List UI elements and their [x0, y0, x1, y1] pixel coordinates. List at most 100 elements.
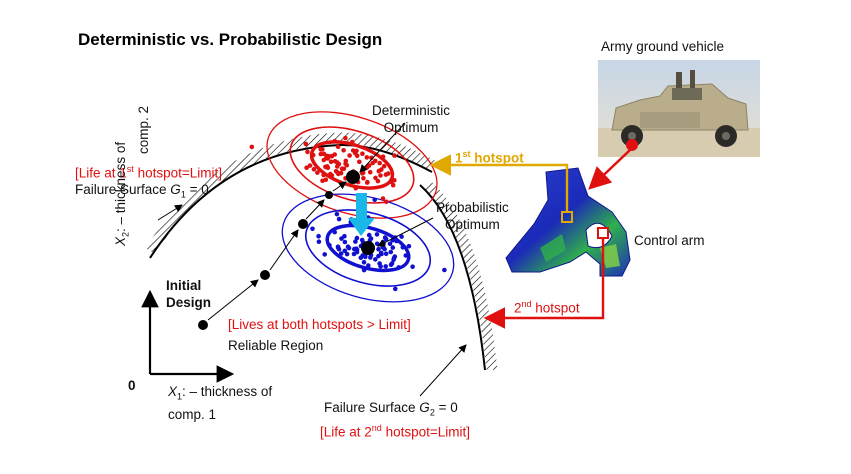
sample-point [354, 153, 360, 159]
sample-point [327, 154, 332, 159]
control-arm-label: Control arm [634, 233, 705, 248]
sample-point [383, 264, 389, 269]
sample-point [353, 185, 359, 191]
sample-point [335, 164, 340, 169]
sample-point [322, 252, 328, 257]
hotspot2-connector [483, 238, 605, 329]
deterministic-samples [249, 135, 397, 205]
sample-point [307, 163, 313, 168]
sample-point [393, 286, 398, 292]
sample-point [329, 173, 335, 178]
sample-point [310, 226, 315, 232]
shift-arrow [348, 193, 375, 236]
sample-point [358, 255, 364, 260]
sample-point [249, 144, 255, 150]
sample-point [370, 160, 376, 166]
sample-point [376, 246, 381, 252]
sample-point [391, 255, 397, 261]
x1-axis-label: X1: – thickness of comp. 1 [168, 384, 273, 422]
sample-point [406, 243, 412, 249]
sample-point [327, 242, 332, 248]
sample-point [364, 155, 370, 160]
sample-point [384, 199, 389, 205]
sample-point [328, 159, 334, 165]
failure-surface-g2 [419, 180, 498, 371]
sample-point [390, 245, 396, 250]
sample-point [332, 138, 338, 144]
sample-point [400, 245, 406, 250]
sample-point [378, 250, 384, 256]
sample-point [403, 253, 409, 258]
sample-point [399, 234, 404, 239]
deterministic-optimum-label: Deterministic Optimum [372, 103, 451, 135]
sample-point [305, 149, 310, 155]
sample-point [335, 245, 341, 251]
sample-point [304, 165, 309, 170]
origin-label: 0 [128, 378, 136, 393]
life-hotspot1-label: [Life at 1st hotspot=Limit] [75, 164, 222, 181]
sample-point [336, 216, 342, 222]
sample-point [382, 235, 388, 240]
sample-point [303, 141, 309, 147]
sample-point [334, 160, 340, 165]
vehicle-arm-arrow [588, 149, 631, 190]
sample-point [378, 264, 383, 269]
optimization-path [198, 170, 375, 330]
hotspot2-label: 2nd hotspot [514, 299, 580, 316]
sample-point [338, 170, 344, 176]
sample-point [373, 257, 378, 262]
prob-opt-pointer [377, 217, 434, 247]
sample-point [349, 139, 355, 145]
sample-point [394, 238, 399, 244]
control-arm-image [505, 167, 631, 277]
vehicle-label: Army ground vehicle [601, 39, 725, 54]
sample-point [333, 169, 339, 174]
sample-point [373, 175, 378, 181]
army-vehicle-image [598, 60, 760, 157]
initial-design-label: Initial Design [166, 278, 212, 310]
x2-axis-label: X2: – thickness of comp. 2 [113, 106, 151, 246]
sample-point [366, 232, 372, 238]
sample-point [361, 260, 367, 265]
failure-surface-g1-label: Failure Surface G1 = 0 [75, 182, 209, 200]
sample-point [388, 249, 394, 255]
initial-design-point [198, 320, 208, 330]
sample-point [321, 172, 326, 178]
sample-point [310, 152, 316, 158]
hotspot1-connector [429, 154, 569, 212]
sample-point [380, 154, 386, 159]
sample-point [343, 161, 348, 166]
sample-point [366, 263, 371, 268]
sample-point [335, 144, 341, 149]
sample-point [320, 178, 325, 184]
sample-point [442, 267, 447, 273]
sample-point [361, 267, 367, 273]
sample-point [345, 244, 351, 249]
hotspot1-label: 1st hotspot [455, 149, 524, 166]
vehicle-hotspot-marker [626, 139, 638, 151]
sample-point [315, 170, 320, 175]
sample-point [410, 264, 415, 270]
failure-surface-g2-label: Failure Surface G2 = 0 [324, 400, 458, 418]
lives-both-label: [Lives at both hotspots > Limit] [228, 317, 411, 332]
sample-point [343, 135, 348, 141]
sample-point [354, 235, 360, 241]
sample-point [316, 239, 322, 244]
sample-point [316, 233, 321, 239]
sample-point [375, 178, 381, 184]
sample-point [344, 251, 350, 257]
sample-point [353, 239, 358, 244]
sample-point [392, 153, 397, 158]
sample-point [364, 180, 370, 185]
sample-point [382, 246, 387, 252]
sample-point [387, 241, 393, 247]
sample-point [378, 173, 383, 178]
sample-point [360, 151, 365, 156]
sample-point [320, 147, 325, 152]
sample-point [338, 251, 344, 256]
sample-point [376, 253, 381, 259]
sample-point [311, 167, 317, 172]
probabilistic-optimum-point [361, 241, 375, 255]
